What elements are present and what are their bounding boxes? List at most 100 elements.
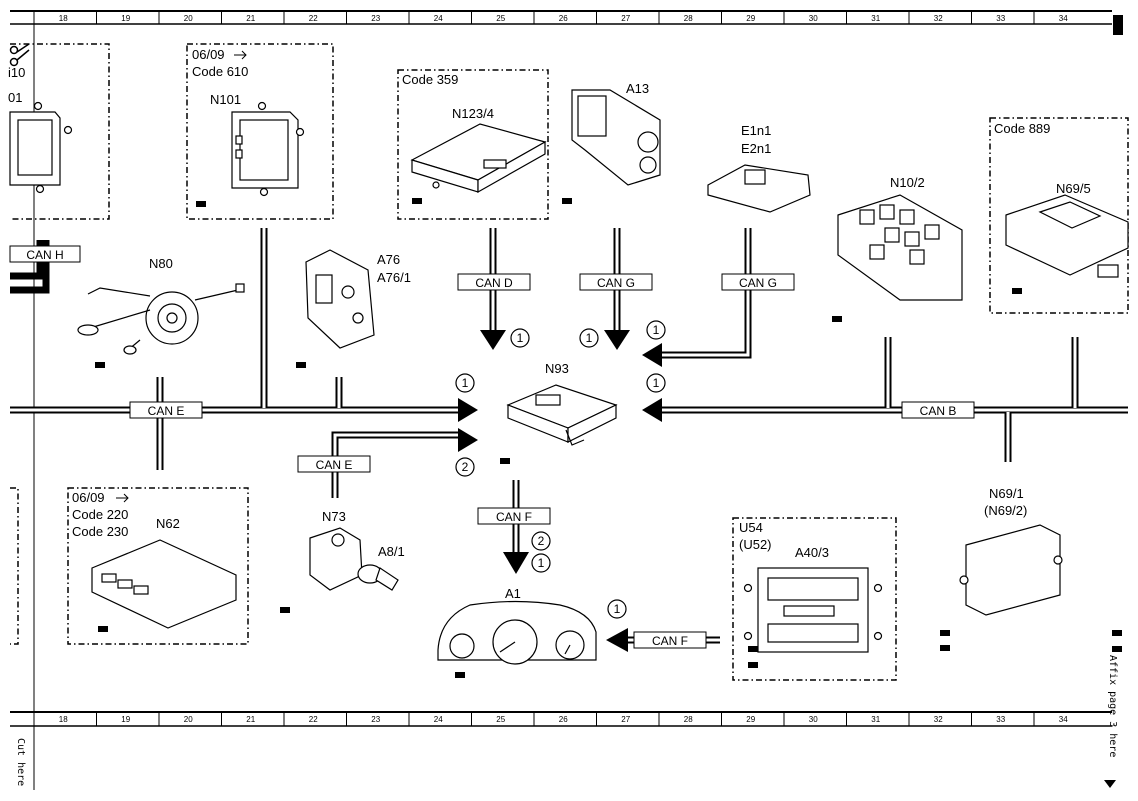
can-e-label-2: CAN E	[297, 455, 371, 473]
n69-2-label: (N69/2)	[984, 503, 1027, 518]
svg-text:2: 2	[462, 460, 469, 474]
svg-text:2: 2	[538, 534, 545, 548]
e1n1-drawing	[707, 164, 811, 213]
ruler-number: 21	[246, 14, 255, 23]
a76-drawing	[305, 249, 375, 349]
a13-label: A13	[626, 81, 649, 96]
ruler-number: 24	[434, 715, 443, 724]
svg-text:CAN E: CAN E	[316, 458, 353, 472]
ruler-number: 22	[309, 14, 318, 23]
left-partial-box-lower	[10, 487, 19, 645]
circle-2-can-f: 2	[531, 531, 551, 551]
u52-label: (U52)	[739, 537, 772, 552]
ruler-number: 27	[621, 14, 630, 23]
can-g-label-2: CAN G	[721, 273, 795, 291]
n123-label: N123/4	[452, 106, 494, 121]
ruler-number: 32	[934, 715, 943, 724]
left-partial-label-1: i10	[8, 65, 25, 80]
circle-2-can-e: 2	[455, 457, 475, 477]
n93-label: N93	[545, 361, 569, 376]
can-e-label-1: CAN E	[129, 401, 203, 419]
n10-2-fusebox-drawing	[837, 194, 963, 301]
left-partial-label-2: 01	[8, 90, 22, 105]
n62-label: N62	[156, 516, 180, 531]
ruler-number: 21	[246, 715, 255, 724]
n80-drawing	[77, 283, 245, 355]
ruler-number: 30	[809, 715, 818, 724]
ruler-number: 27	[621, 715, 630, 724]
ruler-number: 32	[934, 14, 943, 23]
ruler-number: 26	[559, 715, 568, 724]
e2n1-label: E2n1	[741, 141, 771, 156]
n101-ecu-drawing	[231, 101, 305, 197]
n69-1-drawing	[959, 524, 1063, 616]
ruler-number: 33	[996, 715, 1005, 724]
ruler-number: 18	[59, 715, 68, 724]
n62-box	[67, 487, 249, 645]
circle-1-can-f: 1	[531, 553, 551, 573]
top-ruler: 18 19 20 21 22 23 24 25 26 27 28 29 30 31 32 33 34	[10, 10, 1112, 25]
ruler-number: 20	[184, 14, 193, 23]
n80-label: N80	[149, 256, 173, 271]
a1-instrument-cluster-drawing	[437, 600, 597, 665]
can-f-label-2: CAN F	[633, 631, 707, 649]
can-g-label-1: CAN G	[579, 273, 653, 291]
ruler-number: 23	[371, 715, 380, 724]
ruler-number: 31	[871, 14, 880, 23]
ruler-number: 29	[746, 14, 755, 23]
n69-5-box	[989, 117, 1129, 314]
ruler-number: 25	[496, 14, 505, 23]
svg-text:1: 1	[614, 602, 621, 616]
n69-1-label: N69/1	[989, 486, 1024, 501]
n62-note-line3: Code 230	[72, 524, 128, 539]
svg-text:1: 1	[538, 556, 545, 570]
n69-5-drawing	[1005, 194, 1129, 278]
ruler-number: 28	[684, 14, 693, 23]
ruler-number: 30	[809, 14, 818, 23]
n10-2-label: N10/2	[890, 175, 925, 190]
n62-note-line2: Code 220	[72, 507, 128, 522]
n123-code-label: Code 359	[402, 72, 458, 87]
can-d-label: CAN D	[457, 273, 531, 291]
circle-1-can-g: 1	[579, 328, 599, 348]
a76-label: A76	[377, 252, 400, 267]
ruler-number: 25	[496, 715, 505, 724]
a13-drawing	[571, 89, 661, 186]
ruler-number: 26	[559, 14, 568, 23]
u54-label: U54	[739, 520, 763, 535]
left-partial-ecu-drawing	[9, 101, 73, 194]
ruler-number: 18	[59, 14, 68, 23]
svg-text:CAN G: CAN G	[739, 276, 777, 290]
circle-1-can-g2: 1	[646, 320, 666, 340]
scissors-icon	[9, 43, 30, 67]
n69-5-code-label: Code 889	[994, 121, 1050, 136]
ruler-number: 33	[996, 14, 1005, 23]
arrow-right-icon	[116, 493, 129, 503]
affix-page-text: Affix page 3 here	[1107, 655, 1118, 757]
circle-1-a1: 1	[607, 599, 627, 619]
ruler-number: 22	[309, 715, 318, 724]
svg-text:CAN G: CAN G	[597, 276, 635, 290]
n101-box	[186, 43, 334, 220]
arrowheads	[458, 330, 662, 652]
n62-note-line1: 06/09	[72, 490, 105, 505]
u54-box	[732, 517, 897, 681]
svg-text:1: 1	[517, 331, 524, 345]
ruler-number: 24	[434, 14, 443, 23]
triangle-down-icon	[1104, 780, 1116, 788]
svg-text:1: 1	[462, 376, 469, 390]
circle-1-can-b: 1	[646, 373, 666, 393]
can-b-label: CAN B	[901, 401, 975, 419]
svg-text:CAN E: CAN E	[148, 404, 185, 418]
ruler-number: 34	[1059, 715, 1068, 724]
a1-label: A1	[505, 586, 521, 601]
ruler-number: 34	[1059, 14, 1068, 23]
ruler-number: 23	[371, 14, 380, 23]
reference-hand-icons	[95, 198, 1122, 678]
ruler-number: 19	[121, 14, 130, 23]
n101-note-line1: 06/09	[192, 47, 225, 62]
circle-1-can-e: 1	[455, 373, 475, 393]
a40-3-label: A40/3	[795, 545, 829, 560]
svg-text:CAN H: CAN H	[26, 248, 63, 262]
